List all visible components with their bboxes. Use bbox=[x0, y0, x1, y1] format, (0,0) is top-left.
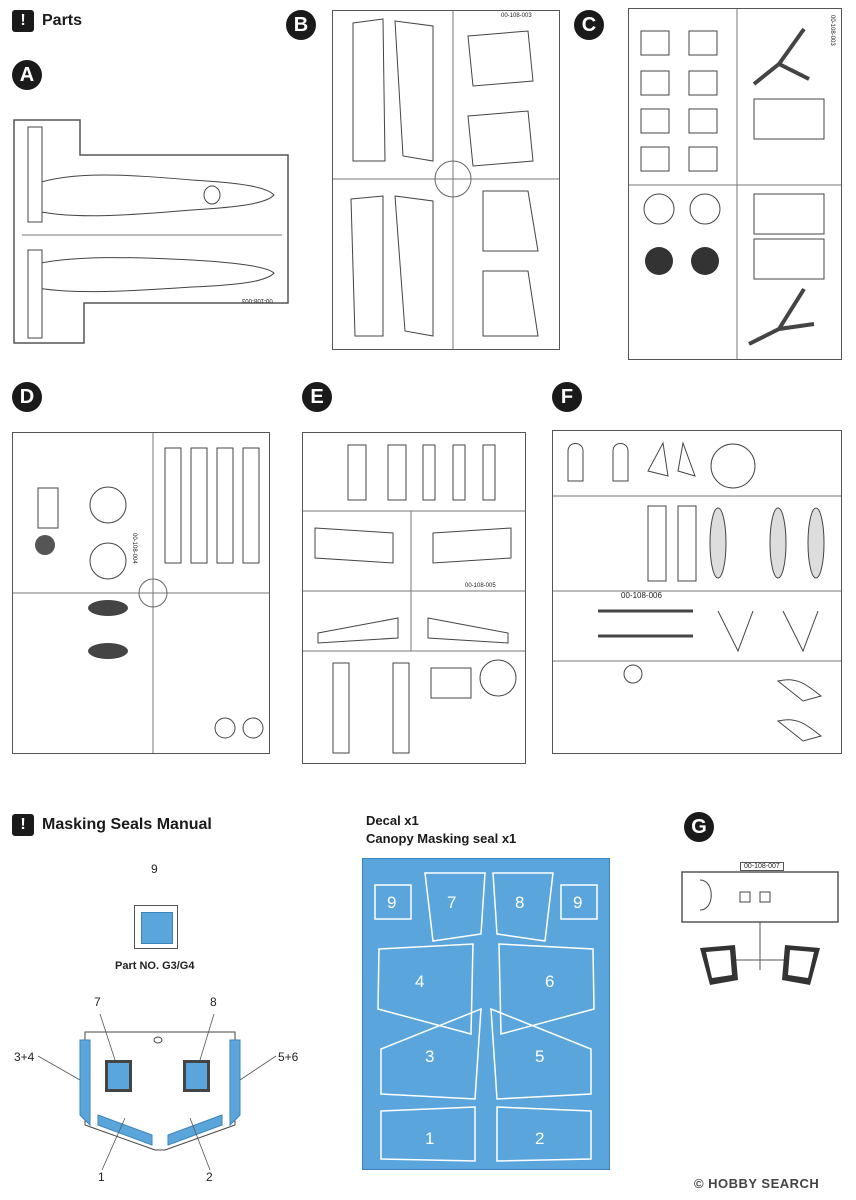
canopy-diagram bbox=[70, 1030, 250, 1160]
canopy-drawing bbox=[79, 1031, 241, 1151]
g34-window-frame bbox=[134, 905, 178, 949]
callout-5-6: 5+6 bbox=[278, 1050, 299, 1064]
sprue-g-drawing bbox=[681, 871, 839, 985]
mask-label-6: 6 bbox=[545, 972, 555, 991]
callout-7: 7 bbox=[94, 995, 101, 1009]
sprue-b-code: 00-108-003 bbox=[501, 13, 532, 19]
masking-title: Masking Seals Manual bbox=[42, 816, 212, 833]
watermark-text: HOBBY SEARCH bbox=[708, 1176, 820, 1191]
sprue-a-code: 00-108-003 bbox=[242, 297, 273, 303]
sprue-d: 00-108-004 bbox=[12, 432, 270, 754]
g34-part-label: Part NO. G3/G4 bbox=[115, 960, 195, 972]
g34-mask bbox=[141, 912, 173, 944]
sprue-b-drawing bbox=[333, 11, 559, 349]
callout-3-4: 3+4 bbox=[14, 1050, 35, 1064]
sprue-b-label: B bbox=[286, 10, 316, 40]
sprue-c-label: C bbox=[574, 10, 604, 40]
mask-label-9-left: 9 bbox=[387, 893, 397, 912]
mask-count: Canopy Masking seal x1 bbox=[366, 831, 517, 846]
sprue-e: 00-108-005 bbox=[302, 432, 526, 764]
sprue-f-code: 00-108-006 bbox=[621, 591, 662, 600]
sprue-g-label: G bbox=[684, 812, 714, 842]
sprue-f-drawing bbox=[553, 441, 841, 742]
copyright-icon: © bbox=[694, 1176, 705, 1191]
alert-icon: ! bbox=[12, 10, 34, 32]
sprue-c-code: 00-108-003 bbox=[829, 15, 835, 46]
callout-2: 2 bbox=[206, 1170, 213, 1184]
sprue-a-drawing bbox=[13, 119, 289, 344]
sprue-e-label: E bbox=[302, 382, 332, 412]
parts-header: ! Parts bbox=[12, 10, 82, 32]
sprue-c: 00-108-003 bbox=[628, 8, 842, 360]
sprue-a-label: A bbox=[12, 60, 42, 90]
mask-sheet-outlines bbox=[374, 872, 598, 1162]
sprue-f: 00-108-006 bbox=[552, 430, 842, 754]
sprue-e-drawing bbox=[303, 444, 525, 754]
mask-label-2: 2 bbox=[535, 1129, 545, 1148]
sprue-g: 00-108-007 bbox=[680, 860, 840, 1000]
masking-header: ! Masking Seals Manual bbox=[12, 814, 212, 836]
sprue-f-label: F bbox=[552, 382, 582, 412]
decal-count: Decal x1 bbox=[366, 813, 419, 828]
sprue-b: 00-108-003 bbox=[332, 10, 560, 350]
mask-label-8: 8 bbox=[515, 893, 525, 912]
callout-leader-lines bbox=[37, 1013, 277, 1171]
mask-label-1: 1 bbox=[425, 1129, 435, 1148]
mask-label-5: 5 bbox=[535, 1047, 545, 1066]
watermark: © HOBBY SEARCH bbox=[694, 1176, 819, 1191]
sprue-d-label: D bbox=[12, 382, 42, 412]
part-number-label: 9 bbox=[151, 862, 158, 876]
sprue-a: 00-108-003 bbox=[12, 115, 290, 345]
sprue-d-code: 00-108-004 bbox=[131, 533, 137, 564]
mask-label-7: 7 bbox=[447, 893, 457, 912]
callout-1: 1 bbox=[98, 1170, 105, 1184]
sprue-e-code: 00-108-005 bbox=[465, 583, 496, 589]
canopy-mask-sheet: 9 7 8 9 4 6 3 5 1 2 bbox=[362, 858, 610, 1170]
sprue-c-drawing bbox=[629, 9, 841, 359]
mask-label-4: 4 bbox=[415, 972, 425, 991]
mask-label-9-right: 9 bbox=[573, 893, 583, 912]
mask-label-3: 3 bbox=[425, 1047, 435, 1066]
sprue-d-drawing bbox=[13, 433, 269, 753]
alert-icon: ! bbox=[12, 814, 34, 836]
sprue-g-code: 00-108-007 bbox=[740, 862, 784, 871]
parts-title: Parts bbox=[42, 12, 83, 29]
callout-8: 8 bbox=[210, 995, 217, 1009]
